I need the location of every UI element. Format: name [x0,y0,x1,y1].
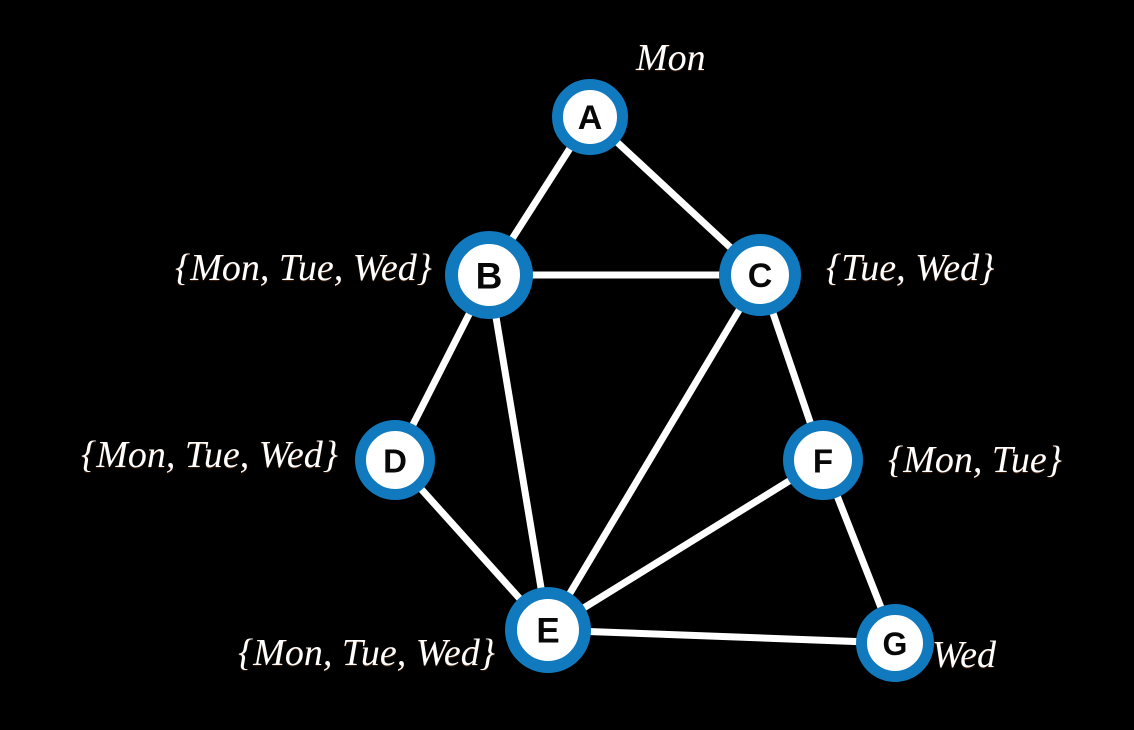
node-circle [783,420,863,500]
node-letter: D [383,443,407,480]
graph-node-f[interactable]: F [783,420,863,500]
node-circle [552,79,628,155]
graph-node-a[interactable]: A [552,79,628,155]
node-letter: G [883,626,908,662]
node-circle [505,587,591,673]
edge-layer [391,113,899,647]
domain-label-a: Mon [636,37,706,79]
graph-node-e[interactable]: E [505,587,591,673]
node-letter: A [578,99,603,137]
graph-edge-e-f [544,456,827,634]
node-letter: C [748,257,773,295]
domain-label-d: {Mon, Tue, Wed} [81,434,338,476]
node-circle [355,420,435,500]
domain-label-f: {Mon, Tue} [888,439,1062,481]
graph-node-b[interactable]: B [445,231,533,319]
graph-edge-b-e [485,271,552,634]
domain-label-g: Wed [932,634,997,676]
graph-edge-c-e [544,271,764,634]
graph-edge-e-g [544,626,899,647]
node-letter: E [536,612,559,651]
domain-label-b: {Mon, Tue, Wed} [175,247,432,289]
node-circle [856,604,934,682]
node-letter: F [813,443,833,480]
node-layer: A B C D E F G [355,79,934,682]
domain-label-c: {Tue, Wed} [826,247,995,289]
graph-node-c[interactable]: C [719,234,801,316]
node-circle [445,231,533,319]
node-circle [719,234,801,316]
domain-label-e: {Mon, Tue, Wed} [238,632,495,674]
graph-node-g[interactable]: G [856,604,934,682]
node-letter: B [476,256,503,297]
graph-node-d[interactable]: D [355,420,435,500]
